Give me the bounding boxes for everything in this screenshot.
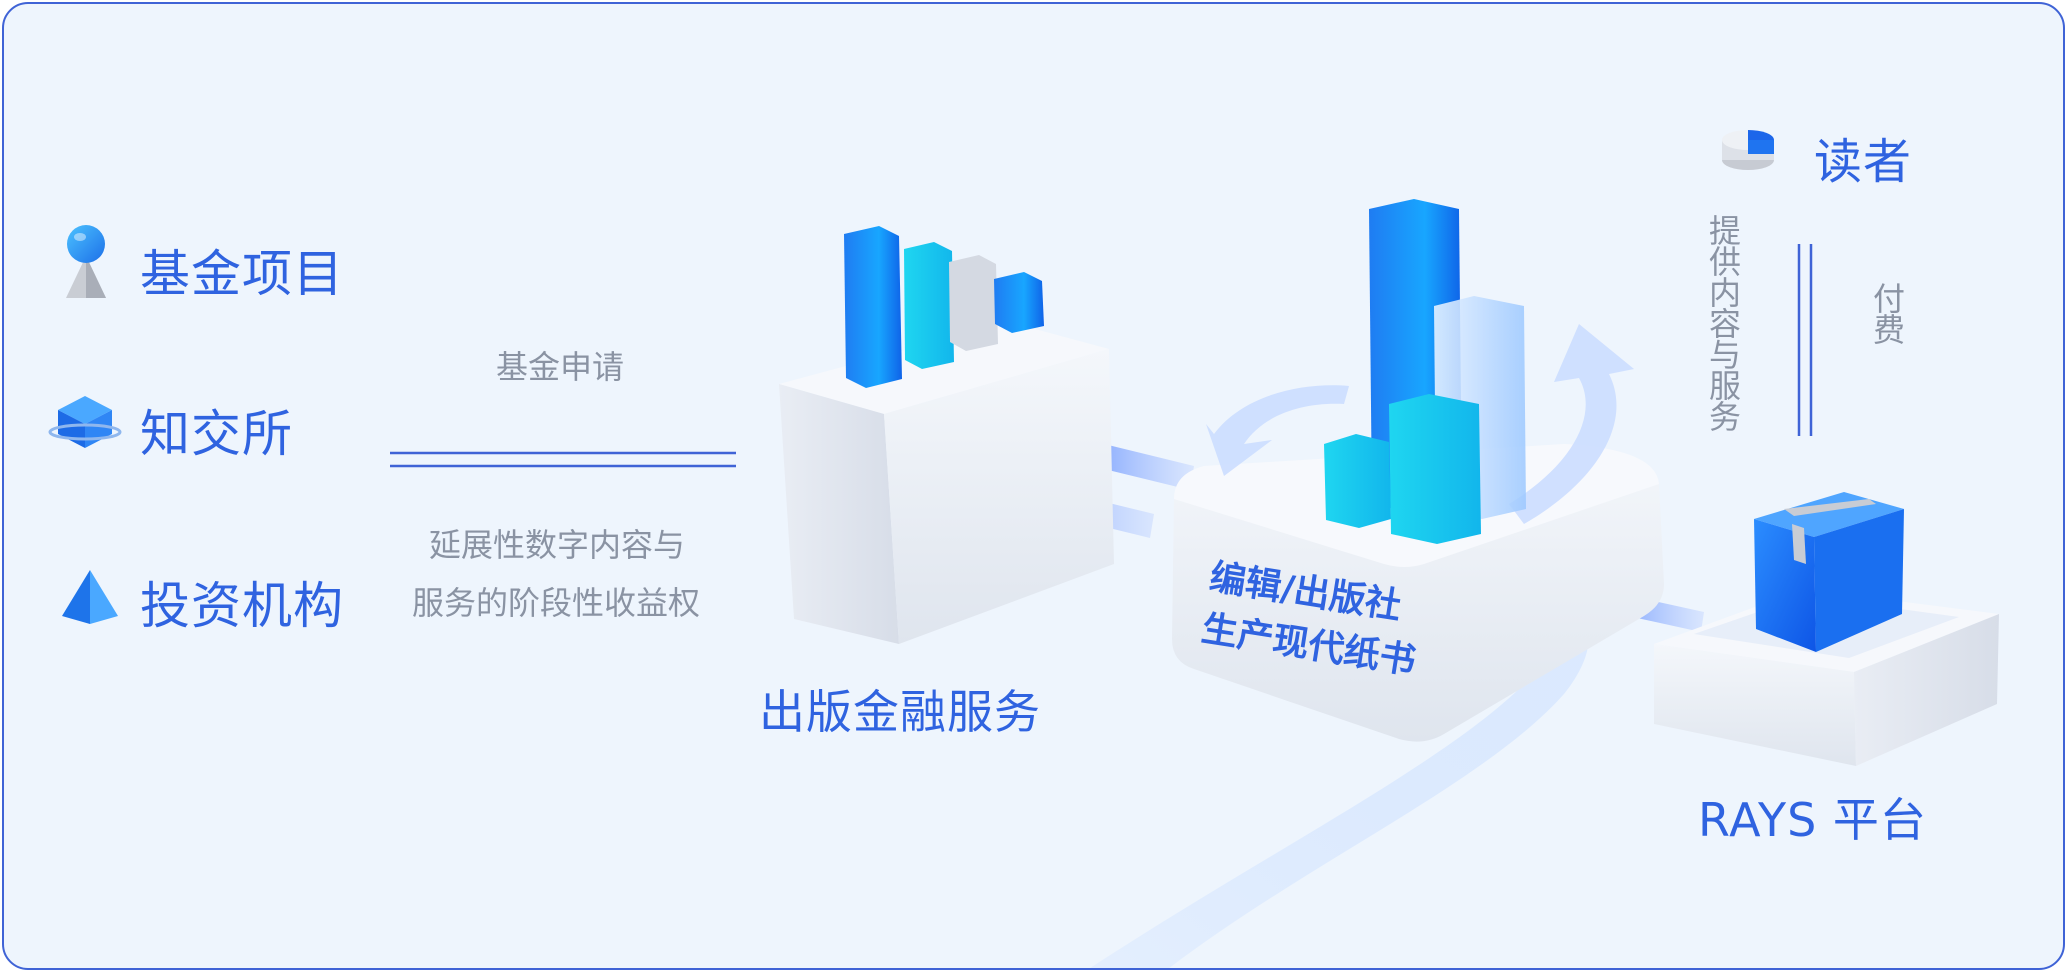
- flow-left-bottom-2: 服务的阶段性收益权: [412, 584, 701, 622]
- left-item-fund-project: 基金项目: [140, 245, 344, 303]
- left-item-zhijiaosuo: 知交所: [140, 405, 293, 463]
- cube-icon: [48, 396, 122, 448]
- editor-bars: [1324, 199, 1526, 544]
- reader-icon: [1722, 130, 1774, 170]
- flow-right-provide: 提供内容与服务: [1704, 214, 1742, 431]
- pin-icon: [66, 225, 106, 298]
- flow-left-top: 基金申请: [496, 348, 625, 386]
- left-item-investor: 投资机构: [140, 577, 344, 635]
- cone-icon: [62, 570, 118, 624]
- rays-platform: [1654, 492, 1999, 766]
- flow-left-bottom-1: 延展性数字内容与: [429, 526, 686, 564]
- scene-graphics: [390, 199, 1999, 968]
- arrow-right: [1509, 324, 1634, 524]
- arrow-left: [1206, 385, 1349, 476]
- node-rays-label: RAYS 平台: [1698, 793, 1927, 847]
- finance-box: [779, 226, 1114, 644]
- finance-bars: [844, 226, 1044, 388]
- gift-icon: [1754, 492, 1904, 652]
- node-finance-label: 出版金融服务: [759, 685, 1041, 739]
- editor-box: [1172, 199, 1664, 742]
- flow-right-pay: 付费: [1868, 282, 1906, 344]
- node-reader-label: 读者: [1814, 134, 1913, 190]
